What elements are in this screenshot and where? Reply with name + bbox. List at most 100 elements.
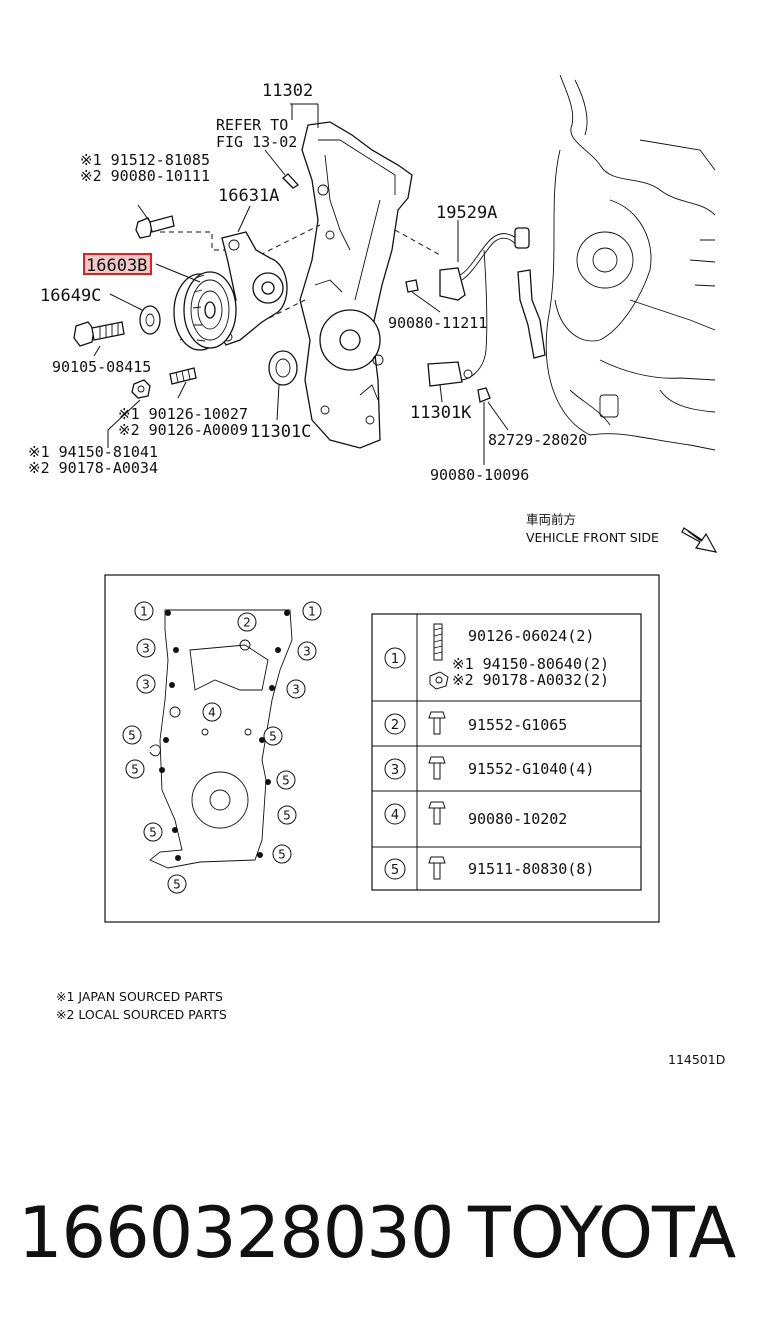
legend-callout-circle	[143, 822, 163, 842]
leader-11302	[290, 103, 319, 128]
label-stud-2: ※2 90126-A0009	[118, 421, 248, 439]
footer: 1660328030 TOYOTA	[0, 1188, 760, 1278]
label-refer-line2: FIG 13-02	[216, 133, 297, 151]
legend-table	[371, 613, 642, 891]
legend-callout-number: 5	[149, 826, 157, 840]
flange-bolt-shank	[433, 762, 441, 780]
flange-bolt-head	[428, 756, 446, 764]
flange-bolt-shank	[433, 717, 441, 735]
label-bolt-sensor: 90080-11211	[388, 314, 487, 332]
note-local: ※2 LOCAL SOURCED PARTS	[56, 1007, 227, 1022]
legend-part-number: ※2 90178-A0032(2)	[452, 671, 609, 689]
legend-callout-number: 5	[131, 763, 139, 777]
label-idler-highlight[interactable]: 16603B	[86, 256, 147, 276]
legend-callout-number: 1	[308, 605, 316, 619]
legend-callout-number: 5	[278, 848, 286, 862]
legend-row-number: 3	[391, 763, 399, 778]
legend-callout-number: 3	[303, 645, 311, 659]
legend-callout-number: 5	[269, 730, 277, 744]
legend-part-number: 90126-06024(2)	[468, 627, 594, 645]
legend-callout-circle	[276, 770, 296, 790]
idler-pulley-drawing	[173, 271, 237, 351]
legend-callout-number: 5	[282, 774, 290, 788]
figure-id: 114501D	[668, 1052, 725, 1067]
legend-callout-number: 2	[243, 616, 251, 630]
legend-row-number: 4	[391, 808, 399, 823]
flange-bolt-icon	[428, 711, 446, 880]
legend-part-number: 91552-G1040(4)	[468, 760, 594, 778]
front-arrow-icon	[681, 527, 718, 553]
brand-name: TOYOTA	[468, 1192, 736, 1274]
legend-callout-number: 3	[142, 642, 150, 656]
label-stud-1: ※1 90126-10027	[118, 405, 248, 423]
label-cover-assy: 11302	[262, 81, 313, 101]
highlight-box	[83, 253, 152, 275]
legend-rows: 1 90126-06024(2) ※1 94150-80640(2)※2 90178…	[384, 627, 609, 880]
label-clamp: 82729-28020	[488, 431, 587, 449]
legend-row-circle	[384, 713, 406, 735]
legend-callout-circle	[297, 641, 317, 661]
label-bolt-idler: 90105-08415	[52, 358, 151, 376]
label-bolt-clamp: 90080-10096	[430, 466, 529, 484]
flange-bolt-shank	[433, 862, 441, 880]
legend-row-circle	[384, 647, 406, 669]
legend-callout-circle	[277, 805, 297, 825]
legend-callout-circle	[202, 702, 222, 722]
label-refer-line1: REFER TO	[216, 116, 288, 134]
label-sensor-body: 11301K	[410, 403, 472, 423]
legend-part-number: ※1 94150-80640(2)	[452, 655, 609, 673]
flange-bolt-head	[428, 801, 446, 809]
legend-callout-circle	[286, 679, 306, 699]
label-nut-2: ※2 90178-A0034	[28, 459, 158, 477]
stud-bolt-icon	[433, 623, 443, 661]
legend-callout-circle	[122, 725, 142, 745]
legend-row-number: 2	[391, 718, 399, 733]
label-bracket: 16631A	[218, 186, 279, 206]
legend-row-circle	[384, 858, 406, 880]
legend-callout-circle	[167, 874, 187, 894]
legend-row-number: 5	[391, 863, 399, 878]
legend-callout-circle	[302, 601, 322, 621]
label-washer: 16649C	[40, 286, 101, 306]
direction-jp: 車両前方	[526, 512, 576, 527]
flange-nut-icon	[429, 671, 449, 690]
label-bolt-a-2: ※2 90080-10111	[80, 167, 210, 185]
nut-drawing	[131, 379, 151, 399]
timing-cover-drawing	[299, 121, 413, 449]
bolt-top-drawing	[135, 215, 175, 239]
legend-callout-circle	[134, 601, 154, 621]
label-seal: 11301C	[250, 422, 311, 442]
label-sensor: 19529A	[436, 203, 497, 223]
legend-callout-circle	[125, 759, 145, 779]
label-nut-1: ※1 94150-81041	[28, 443, 158, 461]
legend-row-number: 1	[391, 652, 399, 667]
flange-bolt-head	[428, 711, 446, 719]
part-number: 1660328030	[18, 1192, 454, 1274]
legend-callout-number: 5	[128, 729, 136, 743]
legend-part-number: 90080-10202	[468, 810, 567, 828]
legend-frame	[104, 574, 660, 923]
note-japan: ※1 JAPAN SOURCED PARTS	[56, 989, 223, 1004]
gasket-outline-drawing	[149, 609, 293, 869]
legend-callout-number: 1	[140, 605, 148, 619]
direction-en: VEHICLE FRONT SIDE	[526, 530, 659, 545]
bolt-idler-drawing	[73, 321, 125, 347]
flange-bolt-shank	[433, 807, 441, 825]
seal-drawing	[268, 350, 298, 386]
washer-drawing	[139, 305, 161, 335]
gasket-bolt-dots	[159, 610, 290, 861]
flange-bolt-head	[428, 856, 446, 864]
sensor-drawing	[405, 227, 546, 403]
legend-callout-circle	[272, 844, 292, 864]
legend-part-number: 91552-G1065	[468, 716, 567, 734]
engine-block-drawing	[545, 74, 716, 451]
legend-callout-circle	[136, 674, 156, 694]
legend-callout-number: 5	[283, 809, 291, 823]
legend-callout-circle	[237, 612, 257, 632]
legend-callout-number: 3	[142, 678, 150, 692]
legend-row-circle	[384, 758, 406, 780]
legend-callout-number: 5	[173, 878, 181, 892]
legend-row-circle	[384, 803, 406, 825]
